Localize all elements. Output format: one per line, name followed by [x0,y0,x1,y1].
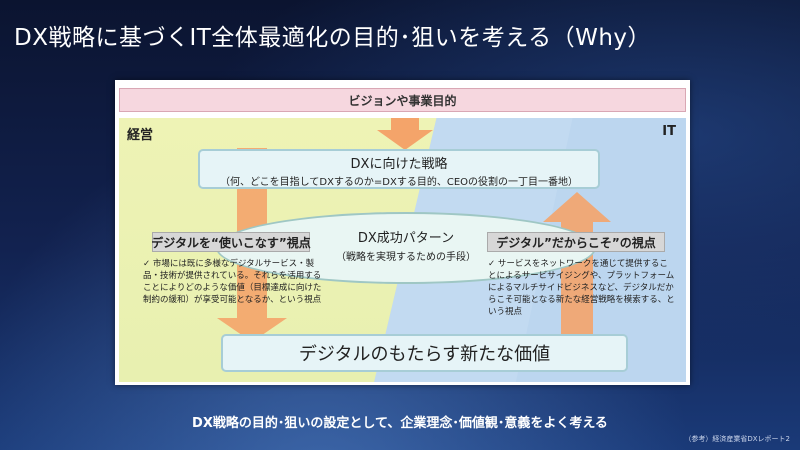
utilize-perspective-text: ✓ 市場には既に多様なデジタルサービス・製品・技術が提供されている。それらを活用… [143,258,328,306]
vision-bar: ビジョンや事業目的 [119,88,686,112]
digital-native-perspective-text: ✓ サービスをネットワークを通じて提供することによるサービサイジングや、プラット… [488,258,676,318]
strategy-title: DXに向けた戦略 [200,153,598,172]
diagram-panel: ビジョンや事業目的 経営 IT DXに向けた戦略 （何、どこを目指してDXするの… [115,80,690,385]
source-note: （参考）経済産業省DXレポート2 [684,434,790,444]
strategy-subtitle: （何、どこを目指してDXするのか=DXする目的、CEOの役割の一丁目一番地） [200,173,598,188]
footer-message: DX戦略の目的･狙いの設定として、企業理念･価値観･意義をよく考える [0,412,800,431]
diagram-area: 経営 IT DXに向けた戦略 （何、どこを目指してDXするのか=DXする目的、C… [119,118,686,382]
digital-native-perspective-heading: デジタル”だからこそ”の視点 [487,232,665,252]
arrow-down-vision [377,118,433,150]
new-value-box: デジタルのもたらす新たな価値 [221,334,628,372]
utilize-perspective-heading: デジタルを“使いこなす”視点 [152,232,310,252]
strategy-box: DXに向けた戦略 （何、どこを目指してDXするのか=DXする目的、CEOの役割の… [198,149,600,189]
slide-title: DX戦略に基づくIT全体最適化の目的･狙いを考える（Why） [14,18,651,52]
